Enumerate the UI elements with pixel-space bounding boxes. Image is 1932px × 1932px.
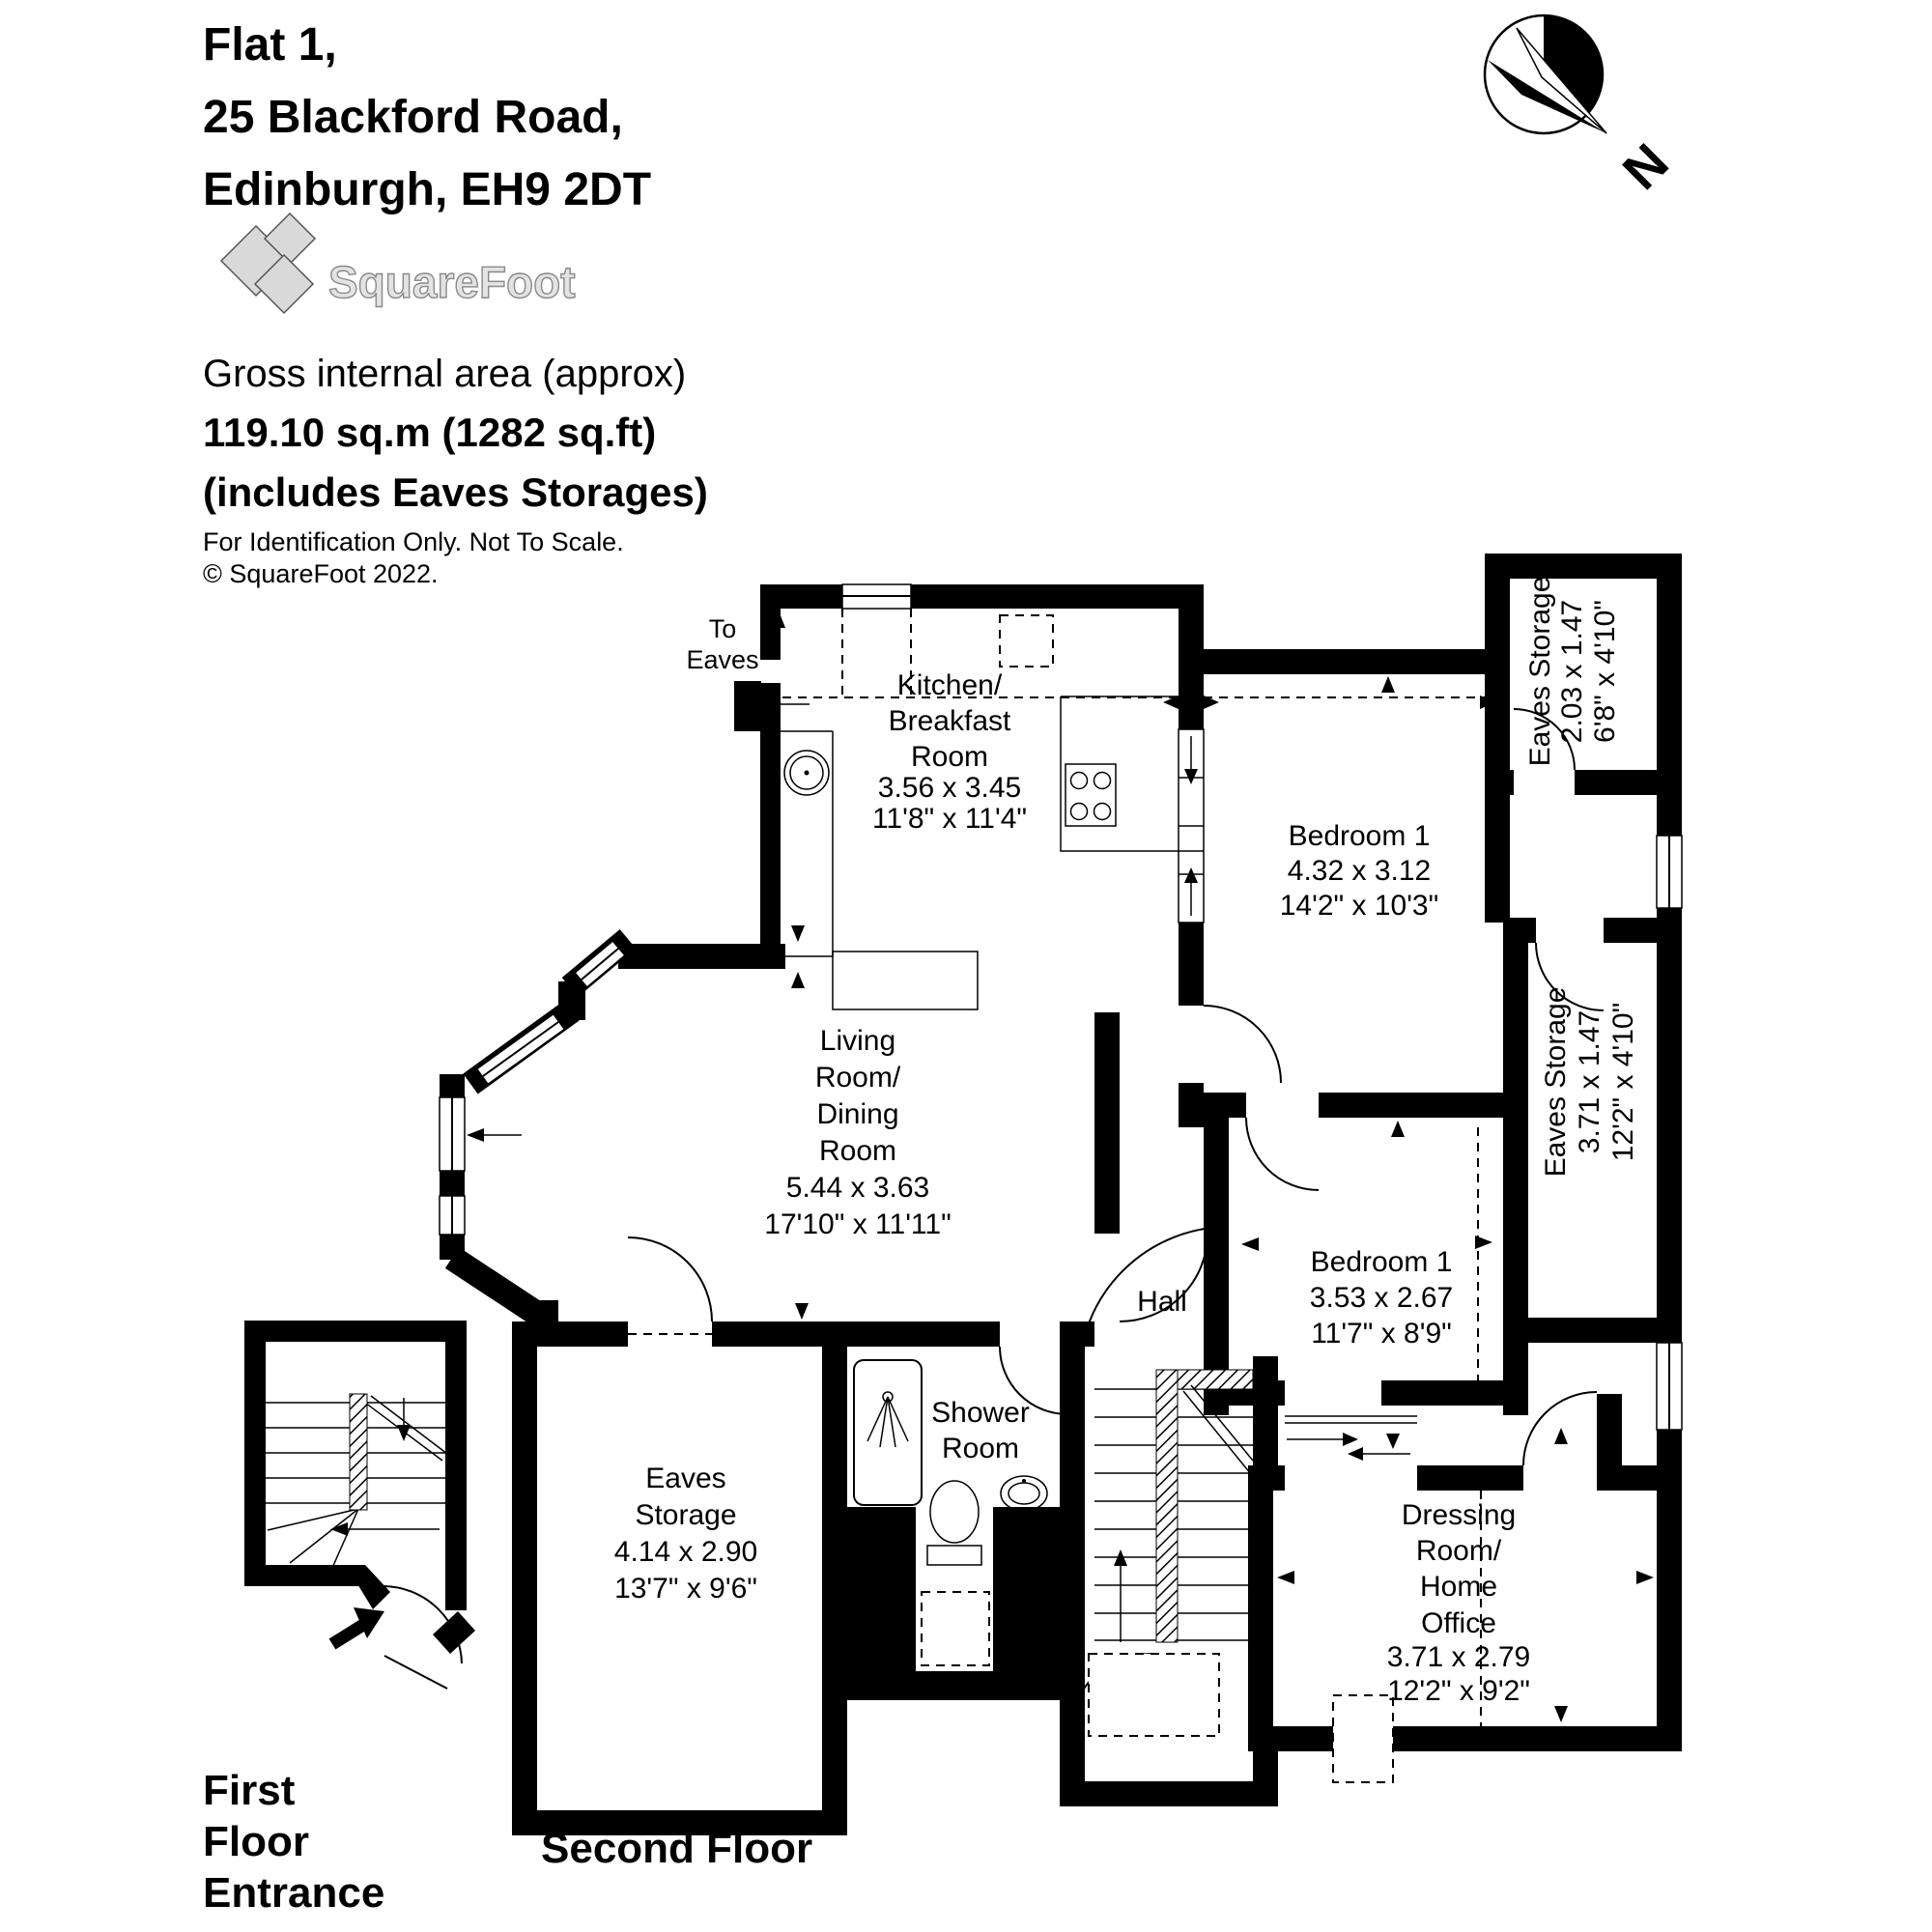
address-line3: Edinburgh, EH9 2DT xyxy=(203,164,651,215)
eaves-top-name: Eaves Storage xyxy=(1524,577,1556,767)
bedroom1-dim-metric: 4.32 x 3.12 xyxy=(1288,855,1431,887)
dashed-eaves-lines xyxy=(628,609,1485,1726)
bedroom2-label: Bedroom 1 3.53 x 2.67 11'7" x 8'9" xyxy=(1310,1246,1453,1350)
first-floor-label-1: First xyxy=(203,1767,296,1814)
kitchen-dim-imperial: 11'8" x 11'4" xyxy=(872,803,1027,835)
eaves-storage-left-label: Eaves Storage 4.14 x 2.90 13'7" x 9'6" xyxy=(614,1463,757,1605)
kitchen-label: Kitchen/ Breakfast Room 3.56 x 3.45 11'8… xyxy=(872,669,1027,835)
dressing-dim-imperial: 12'2" x 9'2" xyxy=(1387,1675,1530,1707)
header: Flat 1, 25 Blackford Road, Edinburgh, EH… xyxy=(203,19,708,588)
eaves-left-dim-imperial: 13'7" x 9'6" xyxy=(614,1573,757,1605)
eaves-storage-top-label: Eaves Storage 2.03 x 1.47 6'8" x 4'10" xyxy=(1524,577,1621,767)
bedroom1-dim-imperial: 14'2" x 10'3" xyxy=(1280,890,1439,922)
room-labels: To Eaves Kitchen/ Breakfast Room 3.56 x … xyxy=(614,577,1639,1707)
walls xyxy=(244,554,1682,1835)
bedroom2-dim-imperial: 11'7" x 8'9" xyxy=(1311,1318,1452,1350)
living-name-1: Living xyxy=(820,1025,895,1057)
eaves-right-dim-imperial: 12'2" x 4'10" xyxy=(1607,1003,1639,1162)
copyright: © SquareFoot 2022. xyxy=(203,559,439,588)
kitchen-hob xyxy=(1060,696,1204,852)
eaves-left-name-1: Eaves xyxy=(645,1463,725,1494)
dressing-name-1: Dressing xyxy=(1402,1499,1516,1531)
dressing-label: Dressing Room/ Home Office 3.71 x 2.79 1… xyxy=(1387,1499,1530,1707)
second-floor-label: Second Floor xyxy=(541,1825,812,1872)
north-label: N xyxy=(1611,132,1679,200)
kitchen-name-1: Kitchen/ xyxy=(897,669,1003,701)
entrance-arrow xyxy=(354,1607,384,1638)
bedroom1-label: Bedroom 1 4.32 x 3.12 14'2" x 10'3" xyxy=(1280,820,1439,922)
squarefoot-logo-text: SquareFoot xyxy=(328,257,576,307)
entrance-staircase xyxy=(266,1393,448,1650)
stairs-down-arrow xyxy=(397,1425,411,1441)
living-name-4: Room xyxy=(819,1135,896,1167)
first-floor-label-3: Entrance xyxy=(203,1869,384,1917)
kitchen-sink xyxy=(781,730,979,1010)
eaves-storage-right-label: Eaves Storage 3.71 x 1.47 12'2" x 4'10" xyxy=(1540,987,1639,1178)
area-title: Gross internal area (approx) xyxy=(203,353,686,395)
kitchen-name-2: Breakfast xyxy=(889,705,1011,737)
kitchen-dim-metric: 3.56 x 3.45 xyxy=(878,772,1021,804)
bedroom2-dim-metric: 3.53 x 2.67 xyxy=(1310,1282,1453,1314)
windows xyxy=(439,583,1683,1431)
fixtures xyxy=(781,696,1204,1566)
hall-label: Hall xyxy=(1137,1286,1187,1318)
eaves-left-name-2: Storage xyxy=(635,1499,736,1531)
disclaimer: For Identification Only. Not To Scale. xyxy=(203,527,624,556)
dashed-storage-boxes xyxy=(916,1507,1394,1783)
bedroom2-name: Bedroom 1 xyxy=(1311,1246,1453,1278)
dressing-name-3: Home xyxy=(1420,1571,1497,1603)
shower-name-1: Shower xyxy=(931,1397,1030,1429)
door-arcs xyxy=(382,708,1605,1736)
compass-needle-black xyxy=(1488,60,1606,133)
eaves-right-dim-metric: 3.71 x 1.47 xyxy=(1574,1010,1605,1153)
kitchen-name-3: Room xyxy=(911,741,988,773)
eaves-top-dim-imperial: 6'8" x 4'10" xyxy=(1589,600,1621,743)
first-floor-label-2: Floor xyxy=(203,1818,309,1865)
address-line2: 25 Blackford Road, xyxy=(203,92,623,143)
address-line1: Flat 1, xyxy=(203,19,337,71)
compass: N xyxy=(1483,14,1679,200)
compass-needle-white xyxy=(1516,27,1607,134)
living-dim-metric: 5.44 x 3.63 xyxy=(786,1172,929,1204)
toilet xyxy=(926,1480,982,1566)
measure-arrows xyxy=(467,611,1654,1722)
stairs-up-arrow xyxy=(1114,1549,1127,1566)
eaves-left-dim-metric: 4.14 x 2.90 xyxy=(614,1536,757,1568)
compass-dark-quadrant xyxy=(1544,15,1603,116)
floor-labels: First Floor Entrance Second Floor xyxy=(203,1767,812,1917)
living-label: Living Room/ Dining Room 5.44 x 3.63 17'… xyxy=(764,1025,951,1240)
squarefoot-logo-icon xyxy=(219,212,317,315)
shower-tray xyxy=(853,1359,923,1506)
to-eaves-label-2: Eaves xyxy=(686,645,758,674)
dressing-name-4: Office xyxy=(1421,1607,1496,1639)
shower-label: Shower Room xyxy=(931,1397,1030,1464)
living-dim-imperial: 17'10" x 11'11" xyxy=(764,1208,951,1240)
area-value: 119.10 sq.m (1282 sq.ft) xyxy=(203,410,656,455)
living-name-2: Room/ xyxy=(815,1062,901,1094)
kitchen-step-strip xyxy=(1178,728,1205,923)
eaves-right-name: Eaves Storage xyxy=(1540,987,1572,1178)
area-note: (includes Eaves Storages) xyxy=(203,469,708,515)
living-name-3: Dining xyxy=(816,1098,898,1130)
dressing-name-2: Room/ xyxy=(1416,1535,1502,1567)
basin xyxy=(1000,1475,1048,1512)
eaves-top-dim-metric: 2.03 x 1.47 xyxy=(1556,600,1588,743)
dressing-dim-metric: 3.71 x 2.79 xyxy=(1387,1641,1530,1673)
bedroom1-name: Bedroom 1 xyxy=(1289,820,1431,852)
step-passage xyxy=(1285,1415,1417,1461)
shower-name-2: Room xyxy=(942,1433,1019,1464)
main-staircase xyxy=(1094,1369,1254,1643)
to-eaves-label-1: To xyxy=(709,614,737,643)
